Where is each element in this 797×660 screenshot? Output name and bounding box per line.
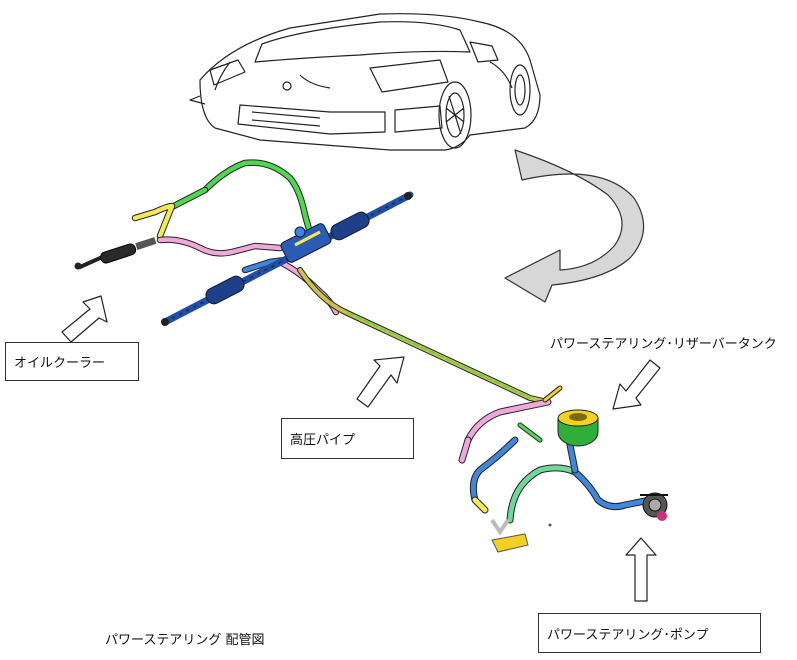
high-pressure-pipe-line xyxy=(297,267,551,405)
oil-cooler-text: オイルクーラー xyxy=(14,356,106,371)
reservoir-tank-label: パワーステアリング･リザーバータンク xyxy=(550,337,777,352)
diagram-title: パワーステアリング 配管図 xyxy=(105,633,265,648)
high-pressure-pipe-text: 高圧パイプ xyxy=(290,433,356,448)
steering-rack xyxy=(161,191,414,326)
reservoir-tank xyxy=(557,409,599,447)
callout-arrow-reservoir-tank xyxy=(612,359,661,410)
high-pressure-pipe-label: 高圧パイプ xyxy=(281,418,414,459)
lower-piping xyxy=(458,385,654,524)
callout-arrow-pump xyxy=(625,537,657,602)
oil-cooler-label: オイルクーラー xyxy=(5,342,139,381)
car-illustration xyxy=(189,13,541,151)
oil-cooler xyxy=(74,237,157,270)
pump-label: パワーステアリング･ポンプ xyxy=(538,613,761,653)
rotation-arrow xyxy=(504,149,645,303)
fittings xyxy=(490,518,552,553)
pump-text: パワーステアリング･ポンプ xyxy=(547,627,709,643)
pump-unit xyxy=(640,492,668,521)
callout-arrow-oil-cooler xyxy=(61,295,108,343)
callout-arrow-high-pressure-pipe xyxy=(356,356,405,408)
